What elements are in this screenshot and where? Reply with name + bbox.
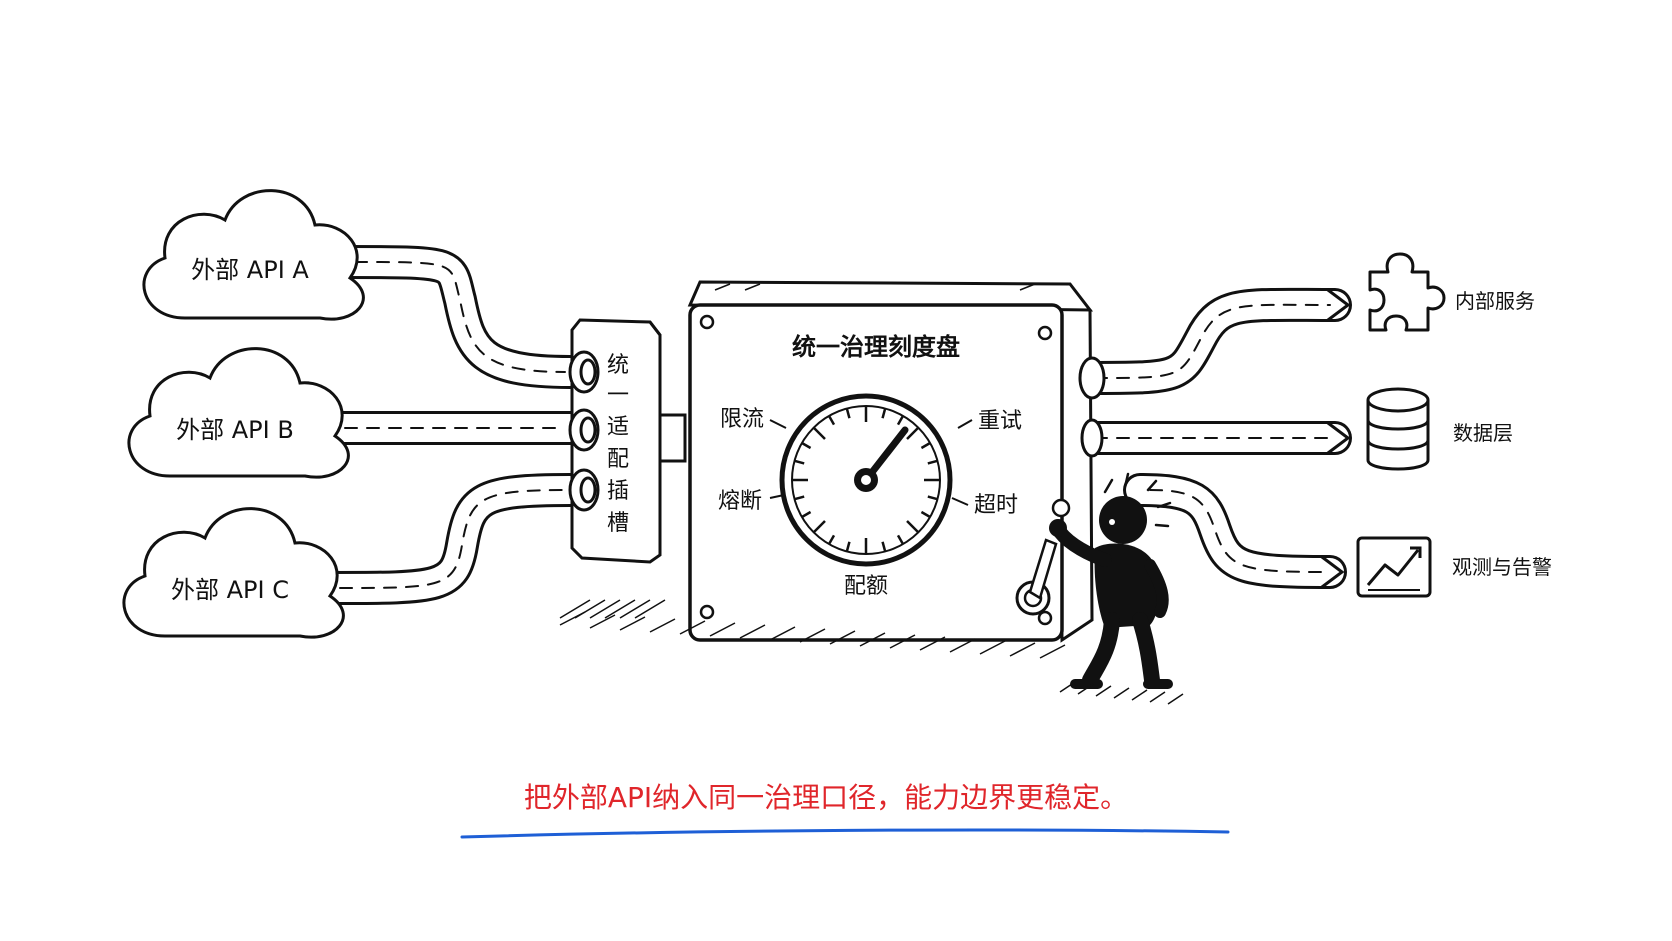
label-circuit-breaker: 熔断 [718, 489, 762, 514]
gauge-dial [779, 393, 953, 567]
gauge-tick [827, 415, 836, 426]
governance-dashboard: 统一治理刻度盘 限流 熔断 重试 超时 配额 [559, 280, 1106, 659]
gauge-tick [896, 415, 905, 426]
gauge-ticks [792, 406, 940, 554]
target-data-layer: 数据层 [1366, 387, 1513, 471]
pipe-a [328, 245, 587, 389]
gauge-tick [927, 495, 938, 501]
cloud-api-b: 外部 API B [127, 347, 350, 479]
gauge-tick [827, 534, 836, 545]
gauge-tick [906, 520, 920, 534]
adapter-char-2: 一 [607, 383, 629, 408]
gauge-tick [801, 441, 812, 450]
gauge-tick [812, 426, 826, 440]
cloud-api-c: 外部 API C [122, 507, 345, 639]
adapter-slot: 统 一 适 配 插 槽 [559, 318, 687, 619]
adapter-char-3: 适 [607, 415, 629, 440]
gauge-tick [881, 408, 887, 419]
adapter-char-5: 插 [607, 479, 629, 504]
pipe-c [313, 473, 587, 605]
target-label-data-layer: 数据层 [1453, 421, 1513, 445]
dashboard-title: 统一治理刻度盘 [792, 333, 960, 361]
gauge-tick [920, 510, 931, 519]
label-quota: 配额 [844, 574, 888, 599]
target-internal-service: 内部服务 [1368, 252, 1535, 332]
adapter-char-6: 槽 [607, 511, 629, 536]
screws [699, 314, 1053, 626]
adapter-char-4: 配 [607, 447, 629, 472]
gauge-tick [801, 510, 812, 519]
target-label-internal-service: 内部服务 [1455, 289, 1535, 313]
database-icon [1366, 387, 1430, 471]
cloud-label-a: 外部 API A [191, 256, 309, 284]
input-pipes [313, 245, 589, 605]
cloud-api-a: 外部 API A [142, 189, 365, 321]
dashboard-out-couplers [1078, 356, 1106, 458]
puzzle-icon [1368, 252, 1446, 332]
gauge-tick [881, 541, 887, 552]
chart-monitor-icon [1356, 536, 1432, 598]
adapter-couplers [568, 350, 600, 512]
lever-handle[interactable] [1015, 498, 1071, 616]
gauge-tick [920, 441, 931, 450]
gauge-tick [845, 541, 851, 552]
gauge-tick [906, 426, 920, 440]
gauge-tick [812, 520, 826, 534]
pipe-out-data [1068, 421, 1352, 455]
label-rate-limit: 限流 [720, 407, 764, 432]
output-pipes [1068, 287, 1352, 589]
adapter-char-1: 统 [607, 353, 629, 378]
cloud-label-c: 外部 API C [171, 576, 289, 604]
adapter-label: 统 一 适 配 插 槽 [607, 353, 629, 536]
gauge-tick [845, 408, 851, 419]
gauge-tick [927, 459, 938, 465]
target-label-observability: 观测与告警 [1452, 555, 1552, 579]
gauge-tick [896, 534, 905, 545]
cloud-label-b: 外部 API B [176, 416, 294, 444]
pipe-out-service [1068, 287, 1352, 395]
label-timeout: 超时 [974, 493, 1018, 518]
caption-underline [460, 828, 1230, 839]
target-observability: 观测与告警 [1356, 536, 1552, 598]
pipe-out-observe [1123, 473, 1347, 589]
operator-figure [1049, 472, 1184, 705]
gauge-tick [794, 459, 805, 465]
label-retry: 重试 [978, 409, 1022, 434]
gauge-tick [794, 495, 805, 501]
caption-text: 把外部API纳入同一治理口径，能力边界更稳定。 [524, 781, 1128, 814]
